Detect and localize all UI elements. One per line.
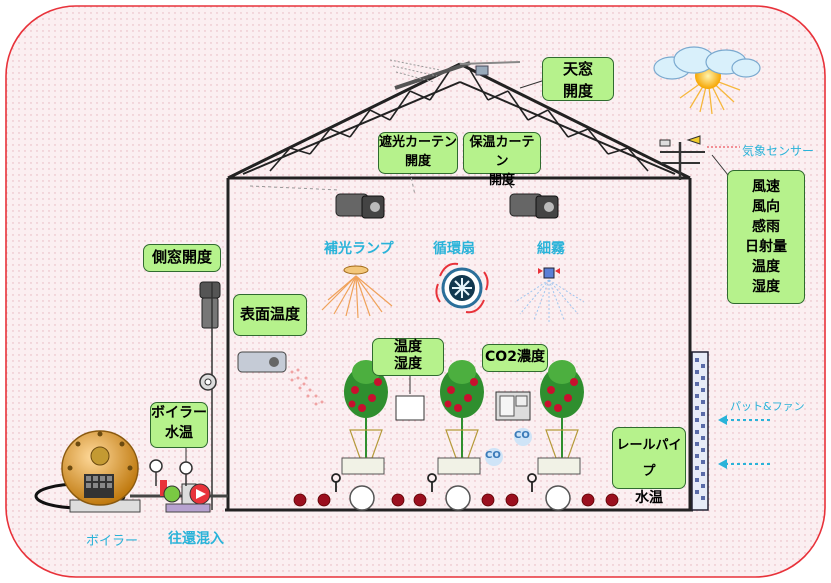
plant-row-3 <box>537 360 584 475</box>
rail-pipe-label-line2: 水温 <box>635 490 663 506</box>
mist-nozzle-icon <box>514 267 585 322</box>
pad-fan-caption: パット&ファン <box>730 400 805 413</box>
temp-label-line: 温度 <box>394 339 422 355</box>
co2-bubble-icon <box>485 428 532 466</box>
side-window-label: 側窓開度 <box>143 244 221 272</box>
co2-label: CO2濃度 <box>482 344 548 372</box>
mist-caption: 細霧 <box>537 241 565 257</box>
weather-items-label: 風速 風向 感雨 日射量 温度 湿度 <box>727 170 805 304</box>
roof-window-label-line1: 天窓 <box>562 60 593 78</box>
thermal-curtain-motor-icon <box>499 169 559 219</box>
plant-row-2 <box>437 360 484 475</box>
roof-window-icon <box>389 59 521 90</box>
rail-pipe-label-line1: レールパイプ <box>616 438 682 479</box>
weather-item-solar-radiation: 日射量 <box>745 239 787 255</box>
weather-item-wind-speed: 風速 <box>752 179 780 195</box>
shade-curtain-label-line1: 遮光カーテン <box>379 135 458 150</box>
weather-item-temperature: 温度 <box>752 259 780 275</box>
boiler-caption: ボイラー <box>86 534 139 549</box>
side-window-motor-icon <box>199 281 221 510</box>
weather-item-wind-direction: 風向 <box>752 199 780 215</box>
boiler-water-temp-line2: 水温 <box>165 425 193 441</box>
circulation-fan-icon <box>435 262 489 314</box>
rail-pipe-water-temp-label: レールパイプ 水温 <box>612 427 686 506</box>
circ-fan-caption: 循環扇 <box>433 241 475 257</box>
roof-window-label-line2: 開度 <box>562 82 593 100</box>
plant-row-1 <box>341 360 388 475</box>
rail-wheels <box>349 485 571 511</box>
roof-window-label: 天窓 開度 <box>542 57 614 101</box>
thermal-curtain-label: 保温カーテン 開度 <box>463 132 541 188</box>
mixing-caption: 往還混入 <box>168 531 224 547</box>
weather-item-humidity: 湿度 <box>752 279 780 295</box>
thermal-curtain-label-line2: 開度 <box>488 173 515 188</box>
rail-pipe-dots <box>293 493 619 507</box>
co2-bubble-text-2: CO <box>485 450 501 461</box>
weather-sensor-caption: 気象センサー <box>742 144 815 158</box>
supp-lamp-caption: 補光ランプ <box>324 241 394 257</box>
thermal-curtain-label-line1: 保温カーテン <box>469 135 535 169</box>
surface-temp-label: 表面温度 <box>233 294 307 336</box>
surface-temp-sensor-icon <box>237 351 324 406</box>
airflow-arrow-icon <box>718 415 772 469</box>
boiler-water-temp-line1: ボイラー <box>151 405 207 421</box>
co2-bubble-text-1: CO <box>514 430 530 441</box>
humidity-label-line: 湿度 <box>394 356 422 372</box>
co2-meter-icon <box>495 391 531 421</box>
boiler-water-temp-label: ボイラー 水温 <box>150 402 208 448</box>
weather-sensor-icon <box>659 135 740 180</box>
cloud-icon <box>653 46 761 80</box>
mixing-valve-icon <box>130 459 228 513</box>
shade-curtain-label-line2: 開度 <box>404 154 431 169</box>
supplemental-lamp-icon <box>321 265 393 319</box>
boiler-icon <box>34 430 141 513</box>
shade-curtain-label: 遮光カーテン 開度 <box>378 132 458 174</box>
weather-item-rain-sensor: 感雨 <box>752 219 780 235</box>
temp-humidity-label: 温度 湿度 <box>372 338 444 376</box>
rail-hooks <box>331 473 537 492</box>
roof-truss <box>227 62 691 180</box>
pad-fan-wall-icon <box>691 351 709 511</box>
